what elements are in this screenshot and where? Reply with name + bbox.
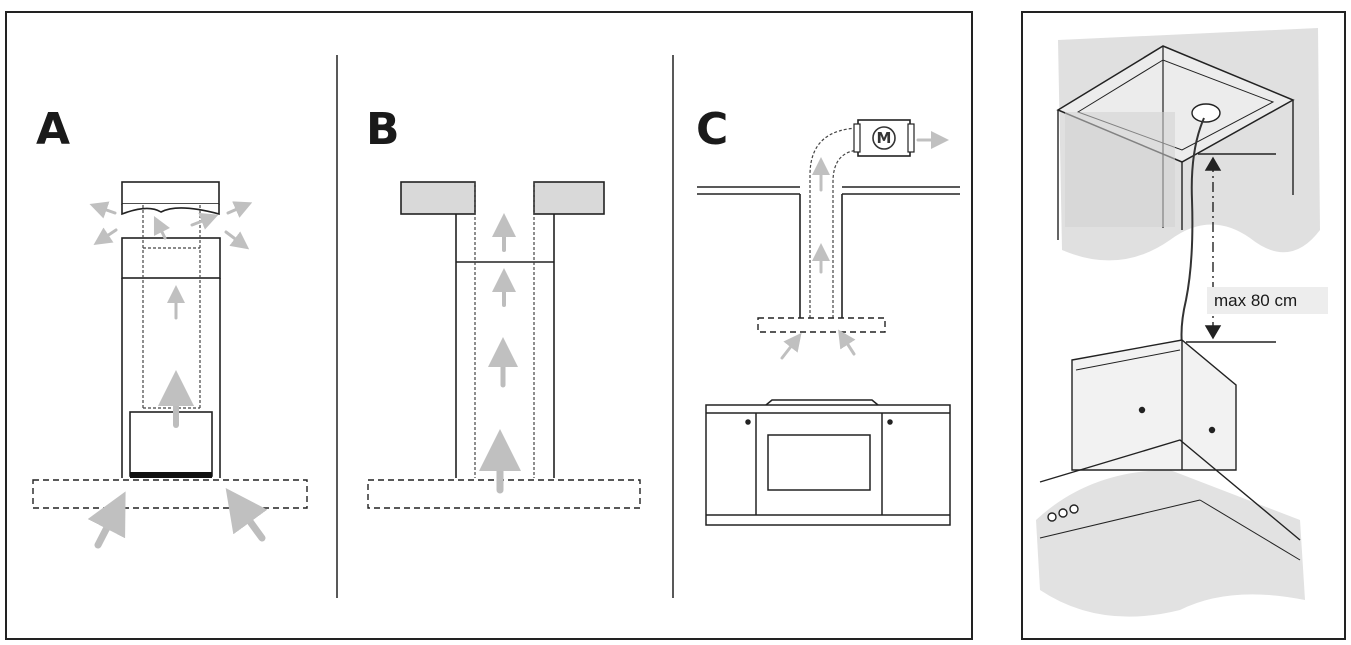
panel-c-ceiling (697, 186, 960, 318)
hood-chimney (1036, 339, 1305, 617)
panel-a-hood (121, 181, 221, 478)
label-b: B (366, 104, 400, 155)
label-a: A (36, 104, 70, 155)
panel-a-airflow-arrows (87, 201, 268, 549)
left-frame (5, 11, 973, 640)
panel-b-hood (400, 181, 605, 478)
panel-c-airflow-arrows (780, 131, 949, 360)
panel-a-canopy (32, 479, 308, 509)
panel-b-duct (474, 182, 535, 478)
panel-a-inner-duct (142, 205, 201, 410)
panel-c-duct (809, 127, 863, 318)
panel-c-cooker (705, 399, 951, 526)
note-background (1207, 287, 1328, 314)
panel-b-airflow-arrows (479, 213, 521, 494)
right-frame (1021, 11, 1346, 640)
label-c: C (696, 104, 728, 155)
ceiling-structure (1056, 28, 1320, 346)
panel-c-motor: M (853, 119, 915, 157)
motor-label: M (877, 129, 892, 147)
motor-icon (872, 126, 896, 150)
panel-c-canopy (757, 317, 886, 333)
max-height-note: max 80 cm (1214, 291, 1297, 310)
panel-b-canopy (367, 479, 641, 509)
